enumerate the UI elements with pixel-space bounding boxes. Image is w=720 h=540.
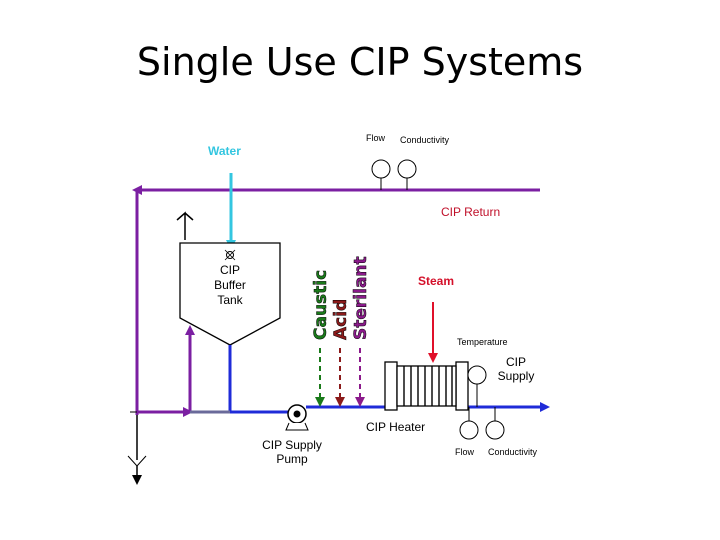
- cip-supply-label: CIP Supply: [497, 355, 535, 383]
- cip-supply-pump-icon: [285, 404, 309, 431]
- cip-heater: [384, 361, 469, 411]
- cip-return-label: CIP Return: [441, 205, 501, 219]
- conductivity-sensor-bottom: [485, 407, 505, 440]
- steam-label: Steam: [418, 274, 455, 288]
- spray-ball-icon: [224, 249, 236, 261]
- conductivity-sensor-top: [397, 159, 417, 190]
- flow-label-bottom: Flow: [455, 447, 475, 457]
- temperature-label: Temperature: [457, 337, 508, 347]
- buffer-tank: [179, 242, 281, 346]
- conductivity-label-bottom: Conductivity: [488, 447, 538, 457]
- conductivity-label-top: Conductivity: [400, 135, 450, 145]
- cip-supply-line: [190, 345, 550, 414]
- flow-label-top: Flow: [366, 133, 386, 143]
- cip-return-line: [132, 185, 540, 417]
- cip-heater-label: CIP Heater: [366, 420, 426, 434]
- slide-title: Single Use CIP Systems: [136, 40, 584, 84]
- flow-sensor-top: [371, 159, 391, 190]
- water-label: Water: [208, 144, 241, 158]
- tank-vent: [176, 211, 194, 240]
- temperature-sensor: [467, 365, 487, 407]
- drain-line: [127, 411, 147, 485]
- flow-sensor-bottom: [459, 407, 479, 440]
- caustic-label: Caustic: [311, 270, 331, 340]
- supply-pump-label: CIP Supply Pump: [262, 438, 322, 466]
- acid-label: Acid: [331, 299, 351, 340]
- buffer-tank-label: CIP Buffer Tank: [214, 263, 246, 307]
- sterilant-label: Sterilant: [351, 256, 371, 340]
